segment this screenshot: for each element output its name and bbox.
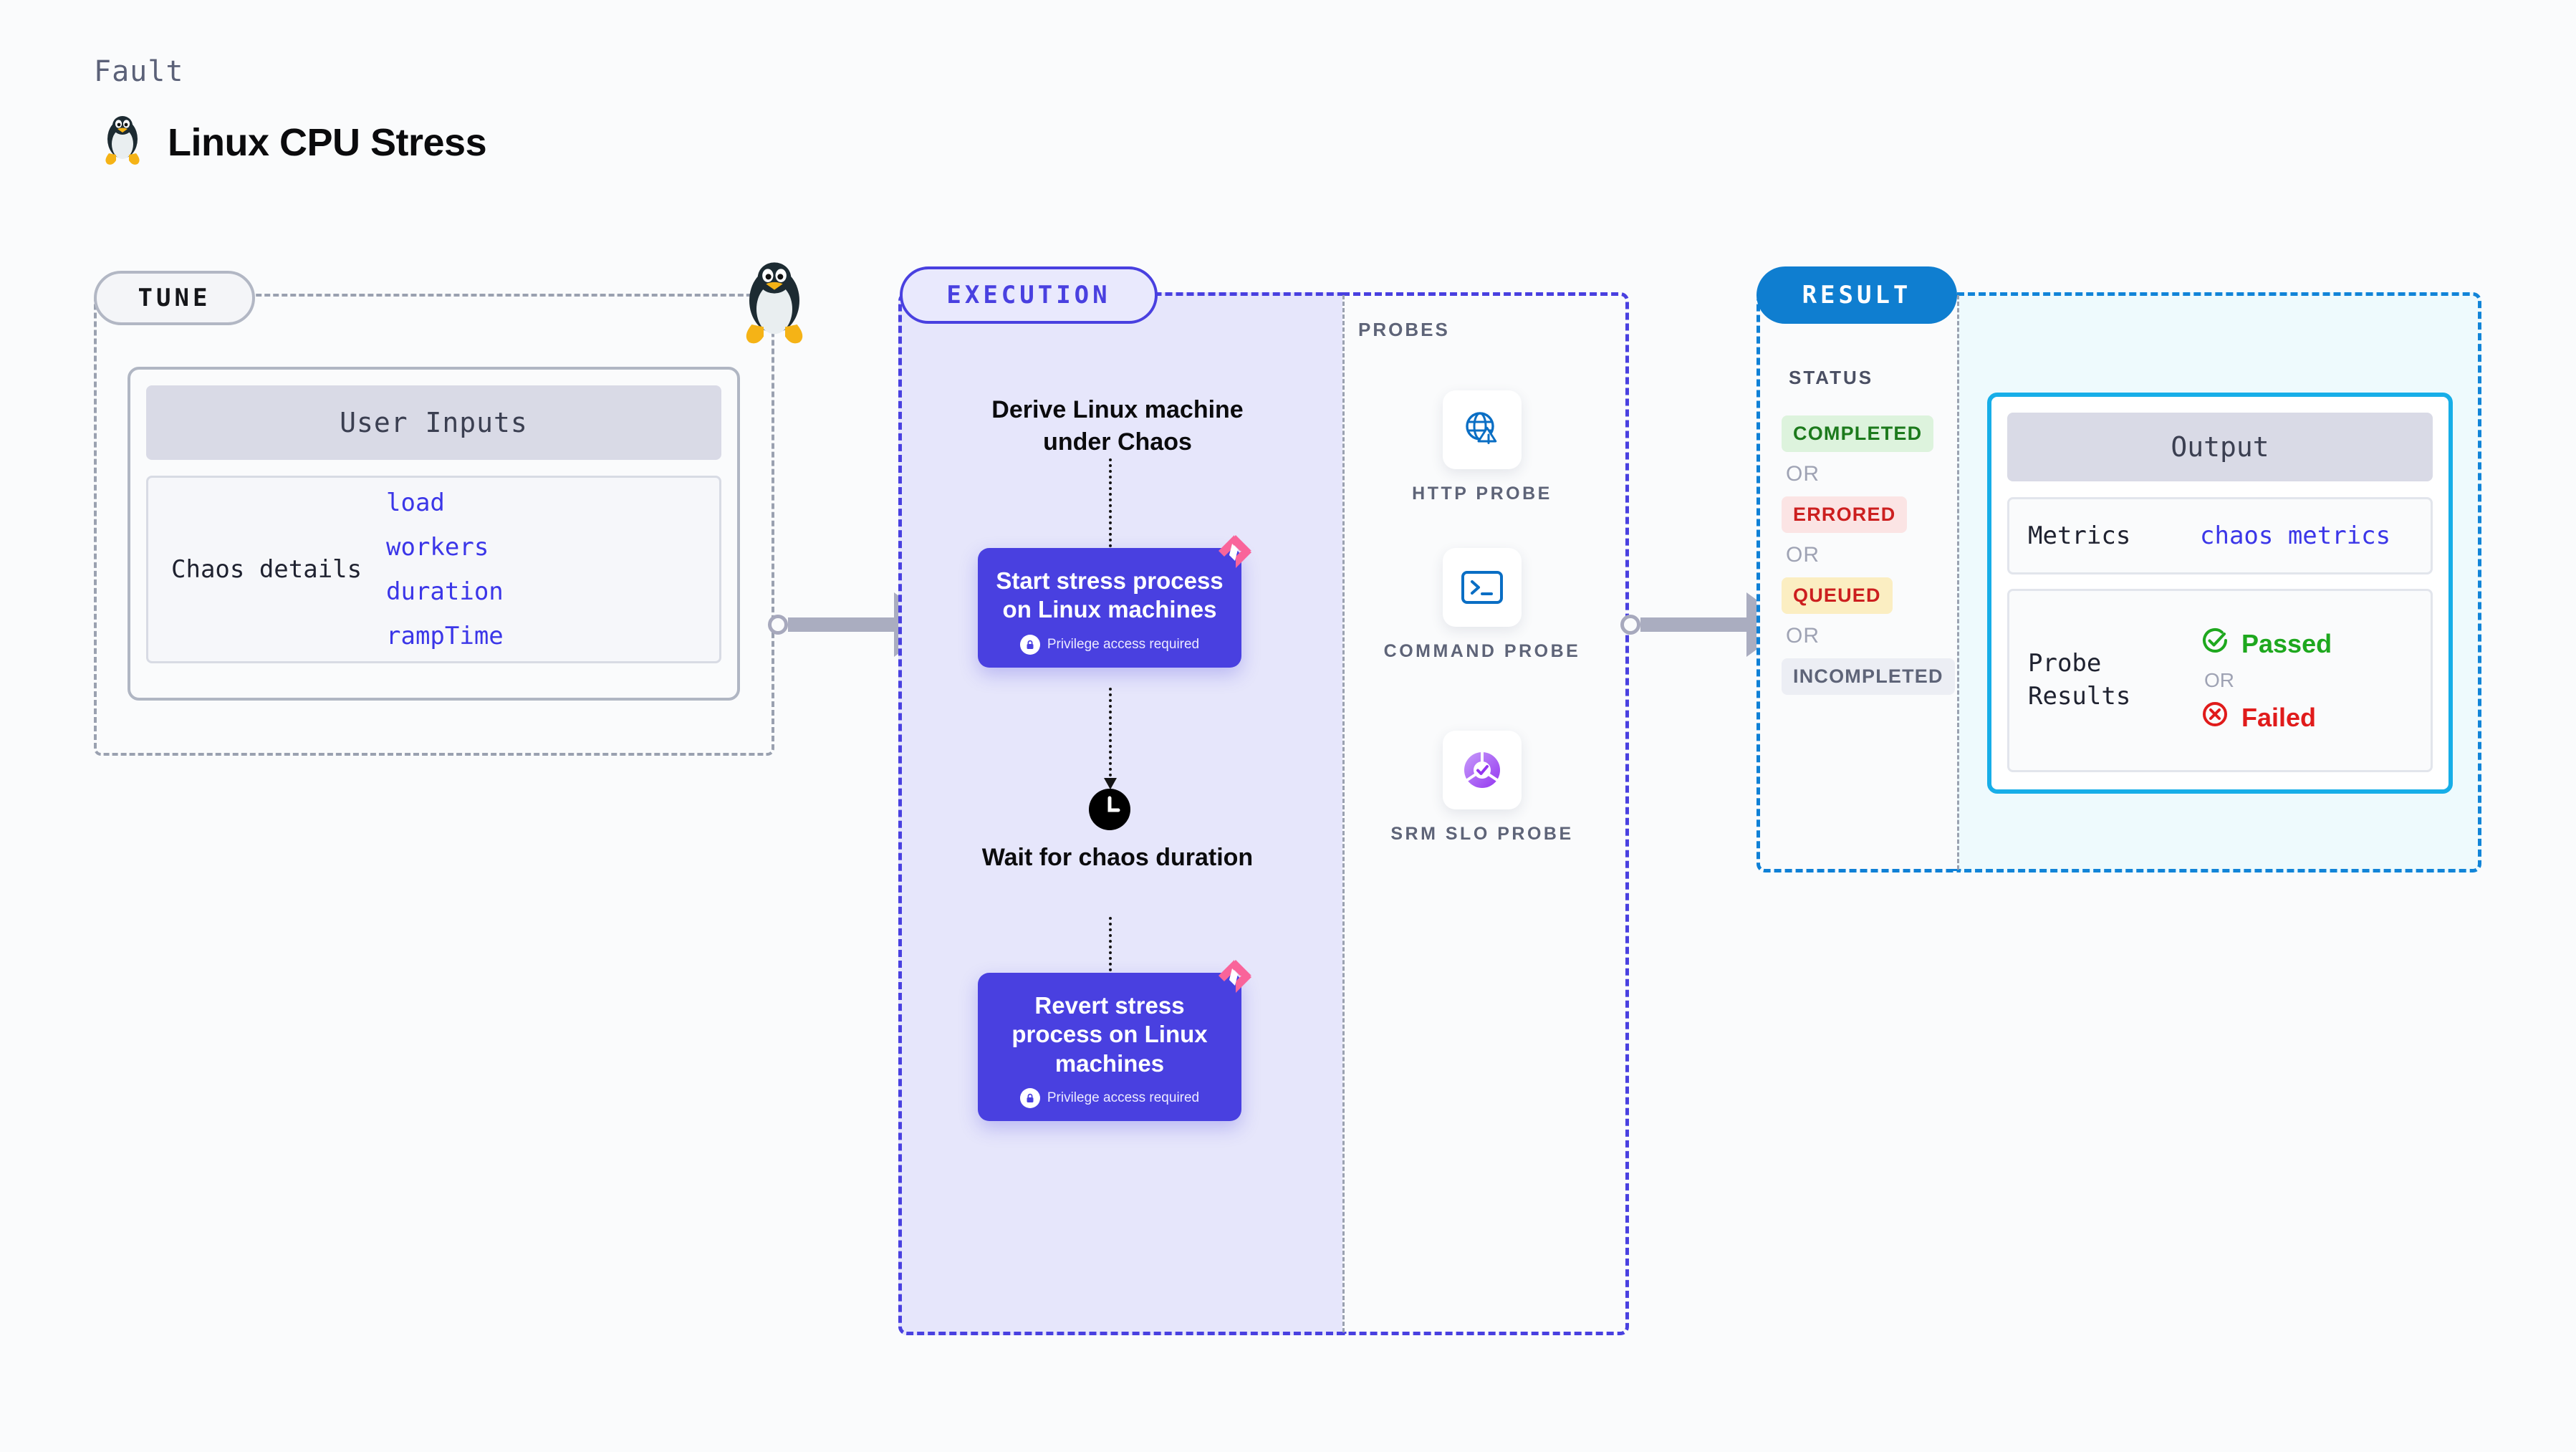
chaos-detail-value: workers [386,533,489,562]
probe-result-passed: Passed [2200,625,2332,662]
revert-privilege-note: Privilege access required [992,1087,1227,1108]
result-section-pill: RESULT [1756,266,1957,324]
flow-arrow-icon [1104,458,1117,560]
flow-arrow-icon [1104,688,1117,789]
output-card: Output Metrics chaos metrics Probe Resul… [1987,393,2453,794]
revert-stress-step[interactable]: Revert stress process on Linux machines … [978,960,1251,1121]
terminal-icon [1443,548,1522,627]
output-header: Output [2007,413,2433,481]
probe-result-failed: Failed [2200,699,2332,736]
wait-step-label: Wait for chaos duration [981,844,1254,871]
x-circle-icon [2200,699,2230,736]
start-privilege-text: Privilege access required [1047,636,1200,652]
revert-privilege-text: Privilege access required [1047,1090,1200,1105]
user-inputs-body: Chaos details load workers duration ramp… [146,476,721,663]
start-stress-step[interactable]: Start stress process on Linux machines P… [978,535,1251,668]
execution-probes-divider [1342,295,1345,1332]
probe-label-srm-slo: SRM SLO PROBE [1390,824,1574,844]
start-stress-title: Start stress process on Linux machines [996,567,1224,623]
fault-title-row: Linux CPU Stress [100,115,487,170]
clock-icon [1089,789,1130,830]
harness-logo-icon [1213,954,1257,999]
execution-section-pill: EXECUTION [900,266,1158,324]
tune-panel [94,294,774,756]
check-circle-icon [2200,625,2230,662]
metrics-row: Metrics chaos metrics [2007,497,2433,574]
chaos-detail-value: load [386,489,445,517]
user-inputs-header: User Inputs [146,385,721,460]
revert-stress-title: Revert stress process on Linux machines [1011,992,1208,1077]
status-badge-queued: QUEUED [1782,577,1893,614]
fault-eyebrow-label: Fault [94,55,184,88]
probe-result-or-label: OR [2204,669,2234,691]
probe-results-key: Probe Results [2028,649,2131,711]
user-inputs-card: User Inputs Chaos details load workers d… [128,367,740,701]
probe-item-http[interactable]: HTTP PROBE [1375,390,1590,506]
probe-results-row: Probe Results Passed OR [2007,589,2433,772]
linux-tux-icon [731,260,817,346]
probe-label-http: HTTP PROBE [1412,484,1552,504]
status-badge-incompleted: INCOMPLETED [1782,658,1955,695]
result-output-divider [1957,295,1959,870]
connector-bar [788,617,895,632]
srm-slo-donut-check-icon [1443,731,1522,809]
status-badge-completed: COMPLETED [1782,415,1934,452]
metrics-key: Metrics [2028,521,2131,550]
chaos-details-values: load workers duration rampTime [386,489,504,650]
chaos-details-label: Chaos details [171,555,362,584]
probe-results-values: Passed OR Failed [2200,625,2332,736]
chaos-detail-value: duration [386,577,504,606]
status-badge-errored: ERRORED [1782,496,1908,533]
status-or-label: OR [1786,462,1820,486]
lock-icon [1019,1087,1040,1108]
status-or-label: OR [1786,624,1820,648]
connector-start-dot [1620,615,1640,635]
status-or-label: OR [1786,543,1820,567]
probe-item-command[interactable]: COMMAND PROBE [1375,548,1590,664]
probe-item-srm-slo[interactable]: SRM SLO PROBE [1375,731,1590,847]
globe-warning-icon [1443,390,1522,469]
status-label: STATUS [1789,367,1874,388]
linux-tux-icon [100,115,145,170]
probes-section-label: PROBES [1358,319,1450,340]
tune-section-pill: TUNE [94,271,255,325]
lock-icon [1019,634,1040,655]
derive-step-label: Derive Linux machine under Chaos [991,396,1244,456]
chaos-detail-value: rampTime [386,622,504,650]
status-list: COMPLETED OR ERRORED OR QUEUED OR INCOMP… [1782,415,1955,695]
start-privilege-note: Privilege access required [992,634,1227,655]
connector-start-dot [768,615,788,635]
probe-label-command: COMMAND PROBE [1383,641,1581,661]
harness-logo-icon [1213,529,1257,574]
failed-label: Failed [2241,702,2317,732]
passed-label: Passed [2241,628,2332,658]
page-title: Linux CPU Stress [168,120,487,164]
metrics-value: chaos metrics [2200,521,2391,550]
connector-bar [1640,617,1748,632]
